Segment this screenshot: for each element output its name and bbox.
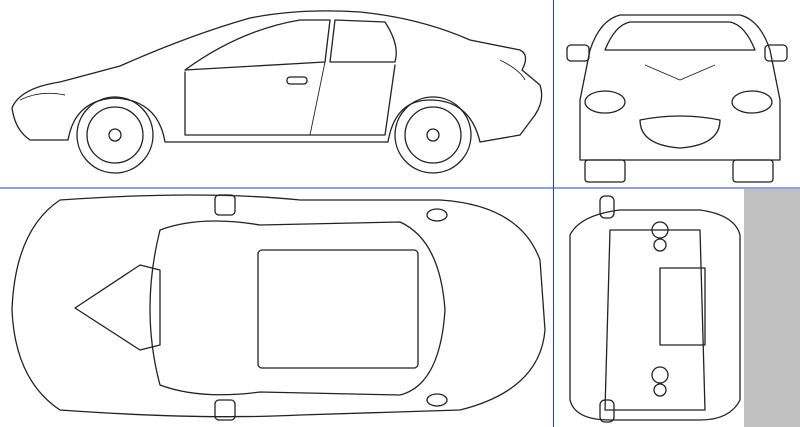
top-view <box>11 194 546 421</box>
side-view <box>11 10 543 174</box>
gray-panel <box>744 189 800 427</box>
rear-view <box>569 195 741 423</box>
front-view <box>566 14 788 183</box>
